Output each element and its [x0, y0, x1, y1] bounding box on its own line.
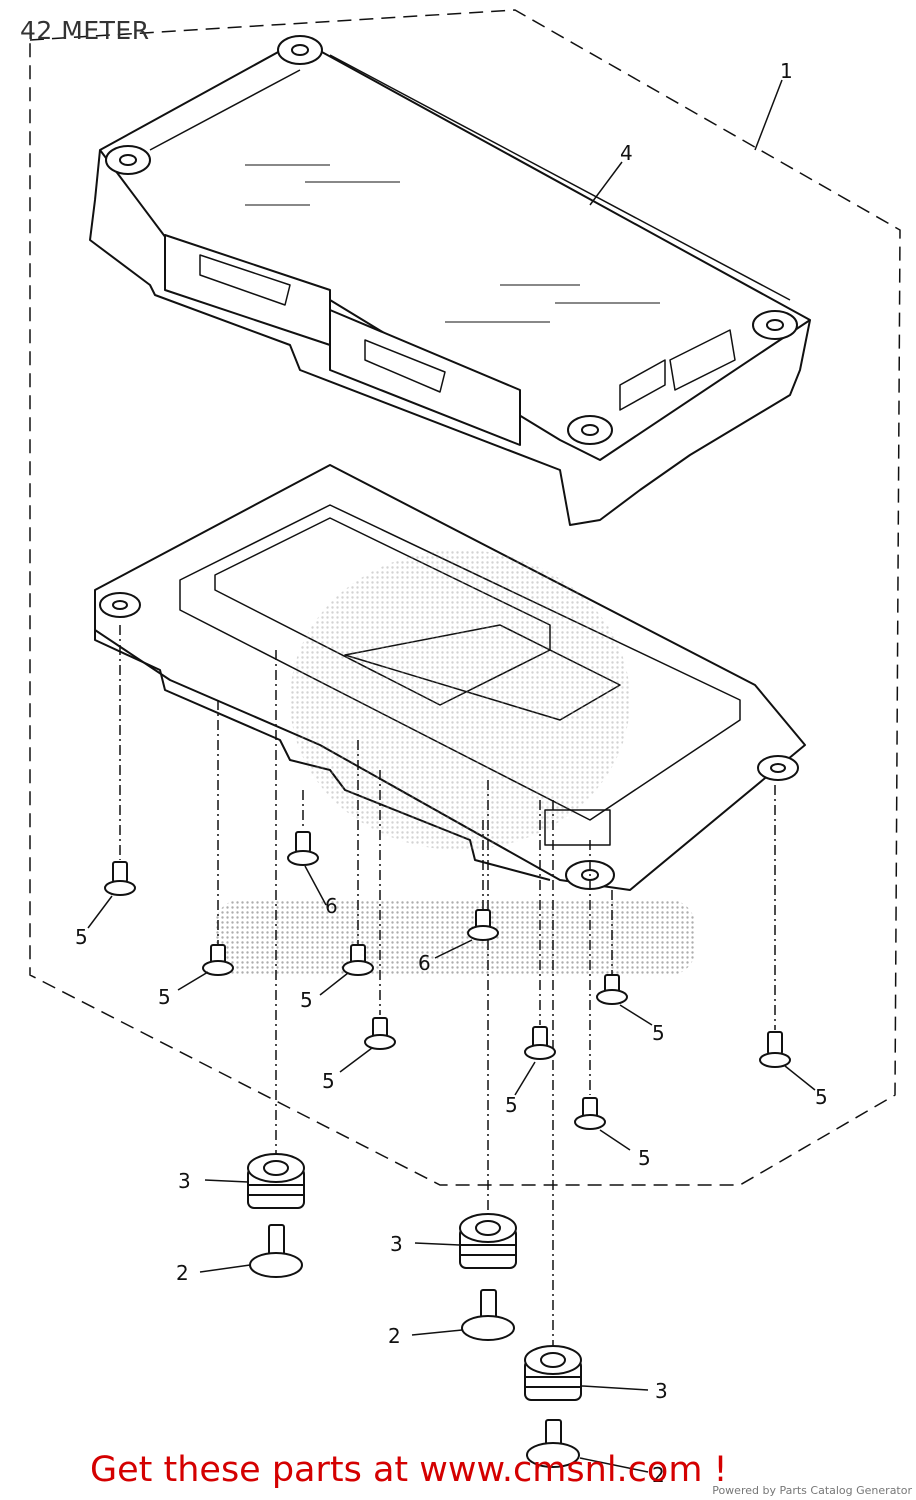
page-title: 42 METER — [20, 16, 150, 45]
screw-i — [596, 974, 628, 1005]
leader-lines — [87, 79, 816, 1473]
callout-part-2-c: 2 — [652, 1463, 665, 1487]
bolt-2 — [461, 1289, 515, 1341]
callout-part-5-a: 5 — [75, 925, 88, 949]
callout-part-6-a: 6 — [325, 894, 338, 918]
callout-labels: 1 4 5 5 5 5 6 6 5 5 5 5 3 2 3 2 3 2 — [75, 59, 828, 1487]
meter-cover — [89, 35, 811, 526]
callout-part-6-b: 6 — [418, 951, 431, 975]
callout-part-3-b: 3 — [390, 1232, 403, 1256]
grommet-3 — [524, 1345, 582, 1401]
callout-part-5-h: 5 — [815, 1085, 828, 1109]
callout-part-2-b: 2 — [388, 1324, 401, 1348]
callout-part-1: 1 — [780, 59, 793, 83]
grommets — [247, 1153, 582, 1401]
assembly-boundary — [29, 9, 901, 1186]
screw-g — [524, 1026, 556, 1060]
watermark-logo — [215, 550, 695, 975]
grommet-2 — [459, 1213, 517, 1269]
bolt-1 — [249, 1224, 303, 1278]
screws — [104, 831, 791, 1130]
bolts — [249, 1224, 580, 1468]
callout-part-2-a: 2 — [176, 1261, 189, 1285]
callout-part-5-b: 5 — [158, 985, 171, 1009]
screw-f — [467, 909, 499, 941]
callout-part-4: 4 — [620, 141, 633, 165]
screw-e — [364, 1017, 396, 1050]
screw-h — [574, 1097, 606, 1130]
callout-part-5-c: 5 — [300, 988, 313, 1012]
screw-c — [287, 831, 319, 866]
grommet-1 — [247, 1153, 305, 1209]
alignment-lines — [119, 625, 776, 1345]
callout-part-5-g: 5 — [652, 1021, 665, 1045]
callout-part-3-a: 3 — [178, 1169, 191, 1193]
generator-credit: Powered by Parts Catalog Generator — [712, 1484, 912, 1497]
screw-b — [202, 944, 234, 976]
bolt-3 — [526, 1419, 580, 1468]
callout-part-5-e: 5 — [505, 1093, 518, 1117]
screw-a — [104, 861, 136, 896]
cta-link-text[interactable]: Get these parts at www.cmsnl.com ! — [90, 1450, 728, 1490]
screw-j — [759, 1031, 791, 1068]
callout-part-3-c: 3 — [655, 1379, 668, 1403]
screw-d — [342, 944, 374, 976]
callout-part-5-f: 5 — [638, 1146, 651, 1170]
callout-part-5-d: 5 — [322, 1069, 335, 1093]
